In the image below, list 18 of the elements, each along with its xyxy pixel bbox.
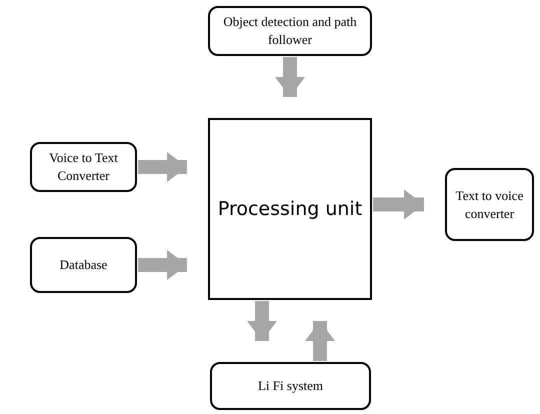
rounded-box [208,6,372,56]
block-arrow [138,250,187,280]
node-label: Voice to Text Converter [48,149,119,185]
block-arrow [275,57,305,97]
node-label: Database [60,256,108,274]
rounded-box [30,142,137,192]
block-arrow [138,152,187,182]
node-label: Processing unit [218,196,362,222]
block-arrow [305,321,335,361]
rounded-box [445,168,534,241]
node-label: Object detection and path follower [222,13,358,49]
block-arrow [247,301,277,341]
processing-box [208,118,372,300]
node-label: Li Fi system [258,377,323,395]
node-label: Text to voice converter [454,186,524,222]
rounded-box [210,362,371,410]
block-arrow [373,190,424,220]
rounded-box [30,237,137,293]
